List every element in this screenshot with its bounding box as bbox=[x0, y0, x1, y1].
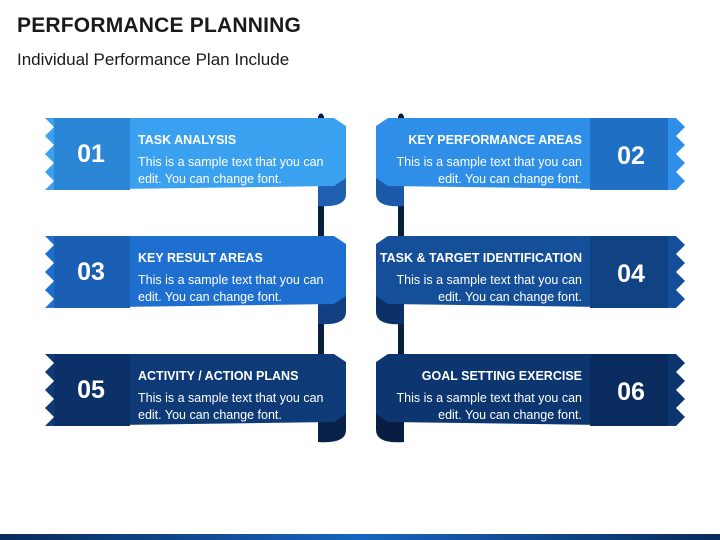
number-label-01: 01 bbox=[77, 140, 105, 168]
card-heading: GOAL SETTING EXERCISE bbox=[421, 369, 582, 383]
card-heading: TASK & TARGET IDENTIFICATION bbox=[379, 251, 582, 265]
card-text-06: GOAL SETTING EXERCISE This is a sample te… bbox=[372, 368, 582, 424]
number-block-06 bbox=[590, 354, 668, 426]
card-heading: KEY PERFORMANCE AREAS bbox=[408, 133, 582, 147]
card-body: This is a sample text that you can edit.… bbox=[138, 391, 324, 422]
page-subtitle: Individual Performance Plan Include bbox=[17, 50, 290, 69]
card-body: This is a sample text that you can edit.… bbox=[138, 273, 324, 304]
card-text-02: KEY PERFORMANCE AREAS This is a sample te… bbox=[372, 132, 582, 188]
number-block-01 bbox=[54, 118, 130, 190]
card-body: This is a sample text that you can edit.… bbox=[396, 273, 582, 304]
number-block-03 bbox=[54, 236, 130, 308]
number-label-06: 06 bbox=[617, 378, 645, 406]
card-body: This is a sample text that you can edit.… bbox=[396, 155, 582, 186]
card-heading: ACTIVITY / ACTION PLANS bbox=[138, 369, 299, 383]
card-heading: KEY RESULT AREAS bbox=[138, 251, 263, 265]
card-text-01: TASK ANALYSIS This is a sample text that … bbox=[138, 132, 348, 188]
number-label-02: 02 bbox=[617, 142, 645, 170]
number-block-02 bbox=[590, 118, 668, 190]
number-label-03: 03 bbox=[77, 258, 105, 286]
number-label-05: 05 bbox=[77, 376, 105, 404]
card-text-04: TASK & TARGET IDENTIFICATION This is a sa… bbox=[372, 250, 582, 306]
right-connector-dot bbox=[398, 113, 404, 119]
number-block-04 bbox=[590, 236, 668, 308]
card-text-03: KEY RESULT AREAS This is a sample text th… bbox=[138, 250, 348, 306]
card-text-05: ACTIVITY / ACTION PLANS This is a sample … bbox=[138, 368, 348, 424]
bottom-accent-bar bbox=[0, 534, 720, 540]
number-block-05 bbox=[54, 354, 130, 426]
card-heading: TASK ANALYSIS bbox=[138, 133, 237, 147]
number-label-04: 04 bbox=[617, 260, 645, 288]
left-connector-dot bbox=[318, 113, 324, 119]
card-body: This is a sample text that you can edit.… bbox=[138, 155, 324, 186]
page-title: PERFORMANCE PLANNING bbox=[17, 14, 302, 37]
card-body: This is a sample text that you can edit.… bbox=[396, 391, 582, 422]
